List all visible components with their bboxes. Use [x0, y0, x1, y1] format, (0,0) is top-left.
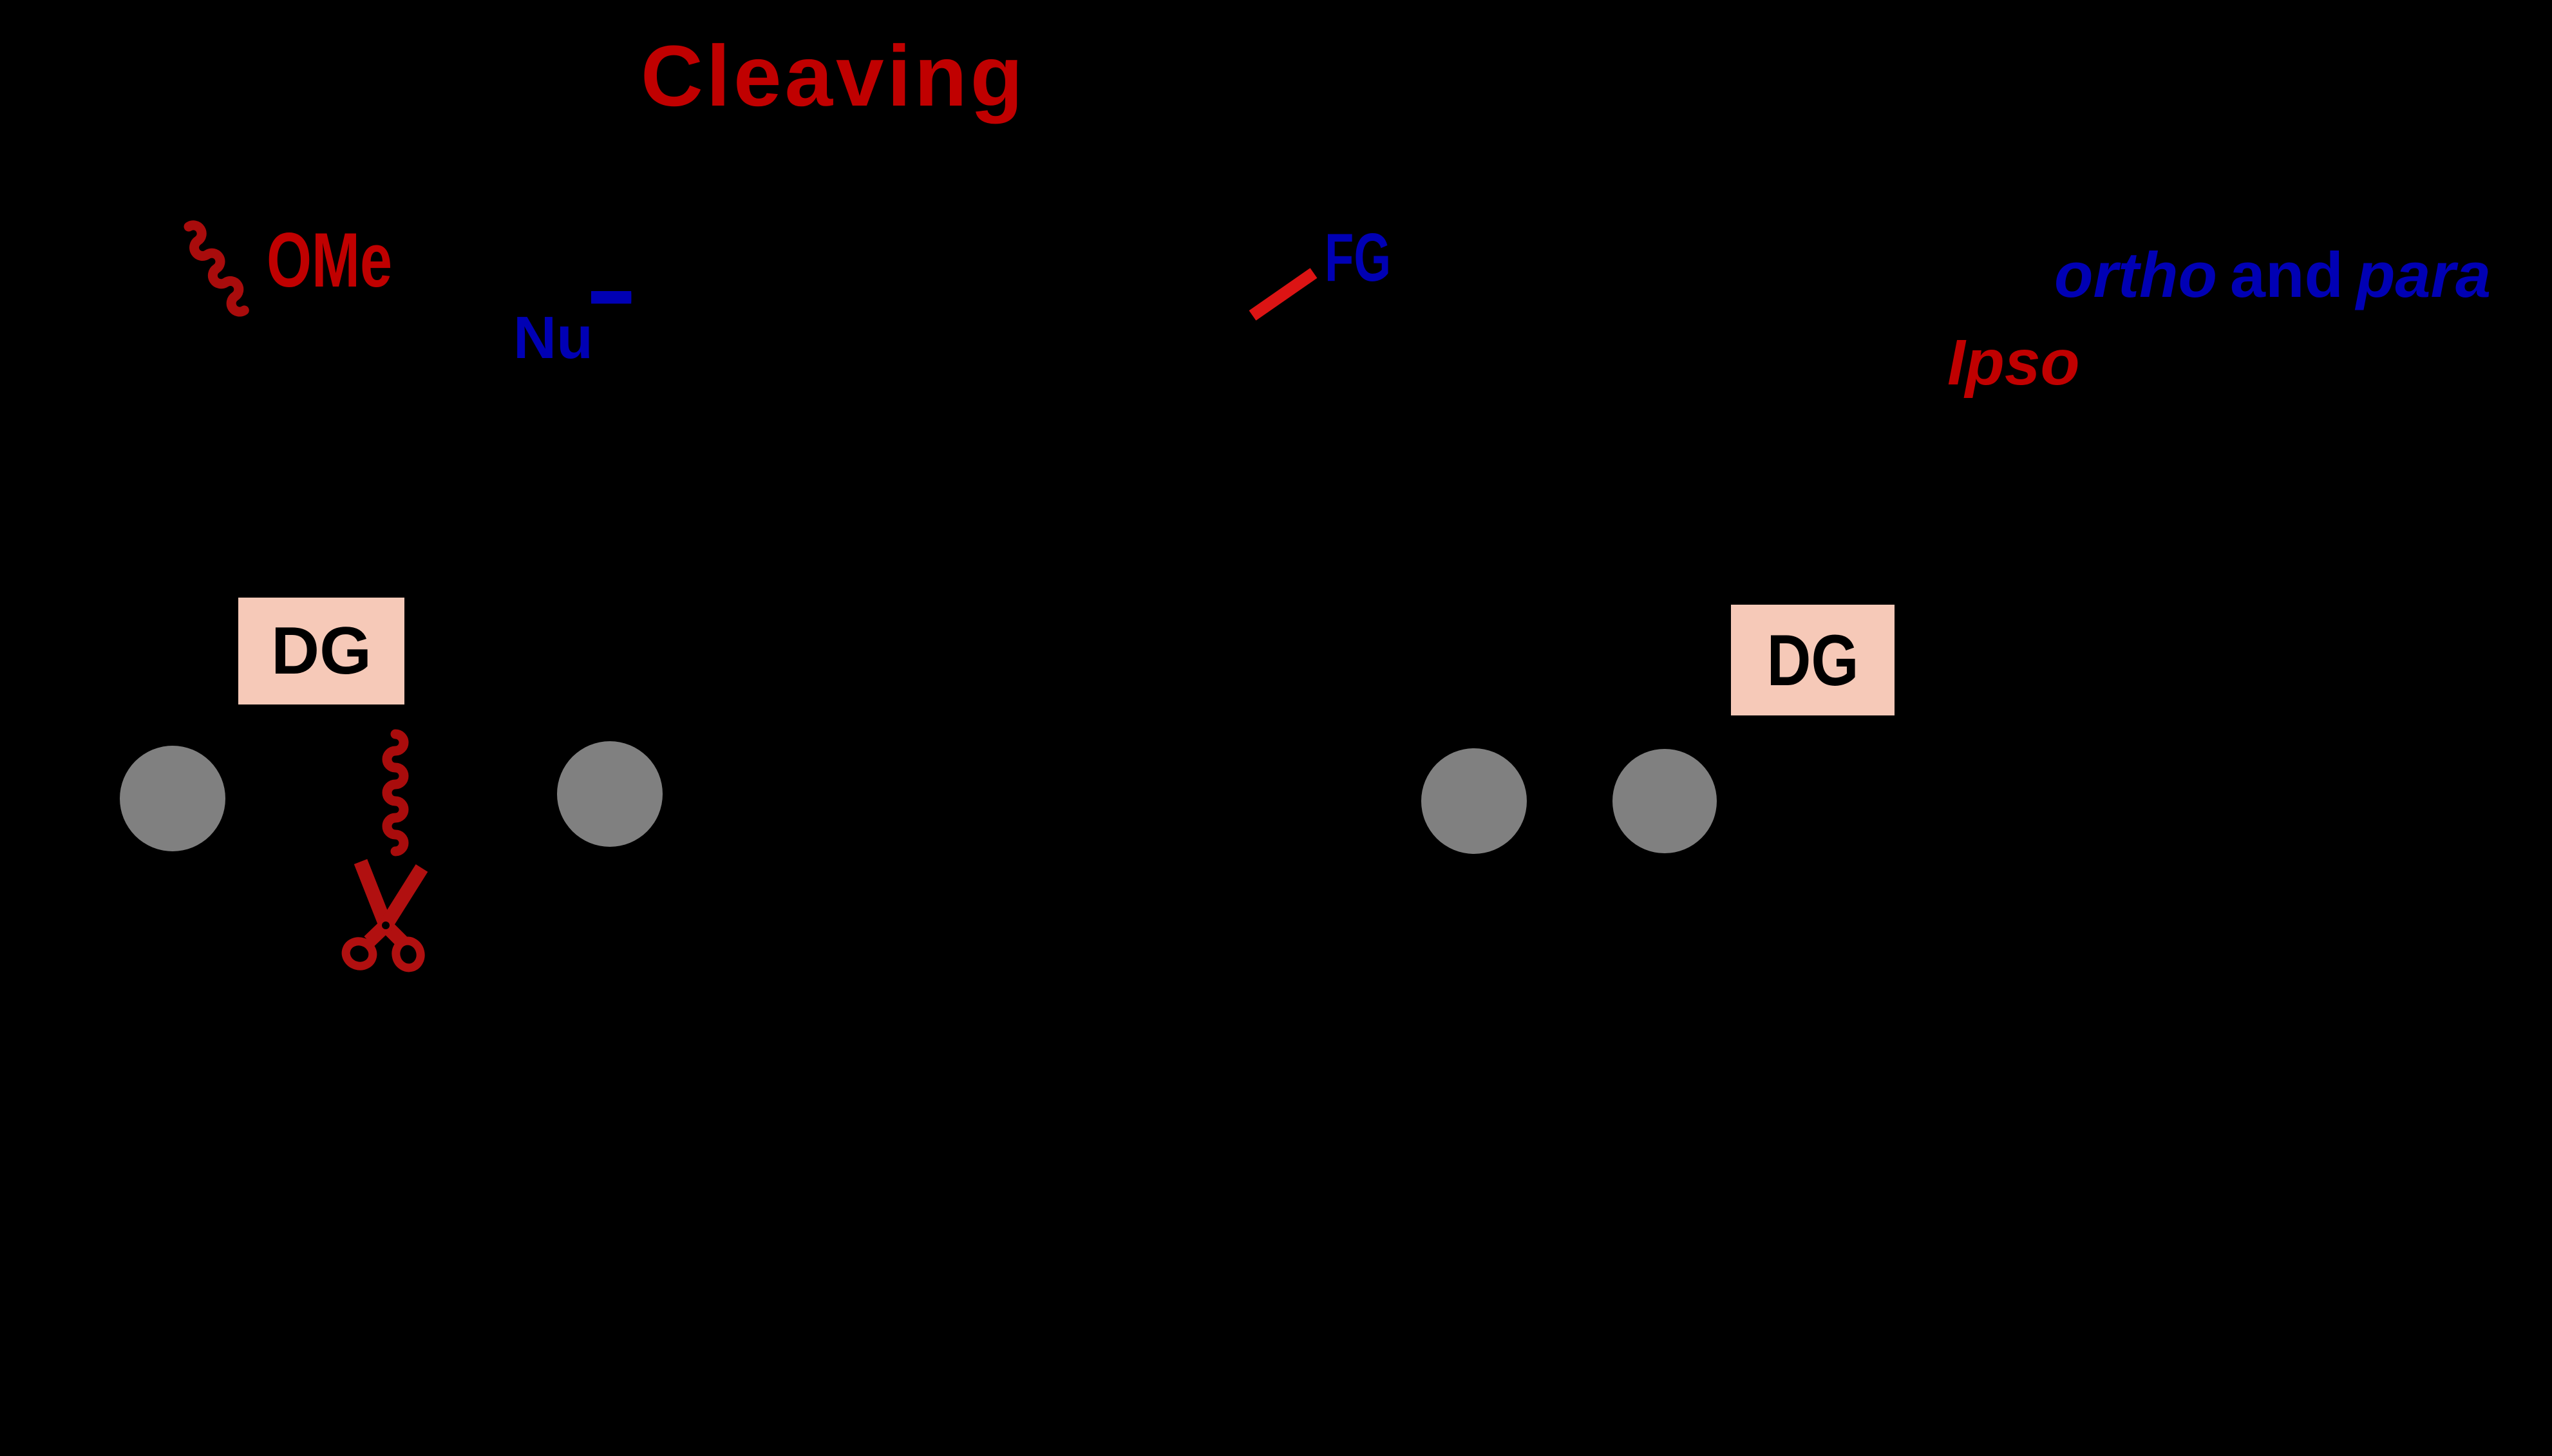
nucleophile-charge: − — [588, 252, 635, 341]
directing-group-box-right: DG — [1731, 605, 1895, 715]
para-label: para — [2356, 239, 2491, 310]
scissors-icon — [341, 858, 428, 972]
gray-atom-sphere — [1421, 748, 1527, 854]
squiggle-cleavage-bond-icon — [382, 729, 409, 856]
ortho-label: ortho — [2054, 239, 2217, 310]
gray-atom-sphere — [120, 746, 225, 851]
gray-atom-sphere — [557, 741, 663, 847]
red-bond-stub — [1249, 268, 1318, 321]
and-label: and — [2229, 239, 2343, 310]
directing-group-label: DG — [1766, 619, 1859, 701]
directing-group-label: DG — [271, 613, 372, 688]
nucleophile-label: Nu — [513, 304, 593, 371]
leaving-group-label: OMe — [267, 217, 393, 303]
functional-group-label: FG — [1325, 220, 1392, 296]
directing-group-box-left: DG — [238, 598, 404, 704]
gray-atom-sphere — [1612, 749, 1717, 853]
squiggle-cleavage-bond-icon — [184, 220, 249, 317]
figure-title: Cleaving — [641, 28, 1026, 124]
ipso-annotation: Ipso — [1947, 326, 2080, 399]
